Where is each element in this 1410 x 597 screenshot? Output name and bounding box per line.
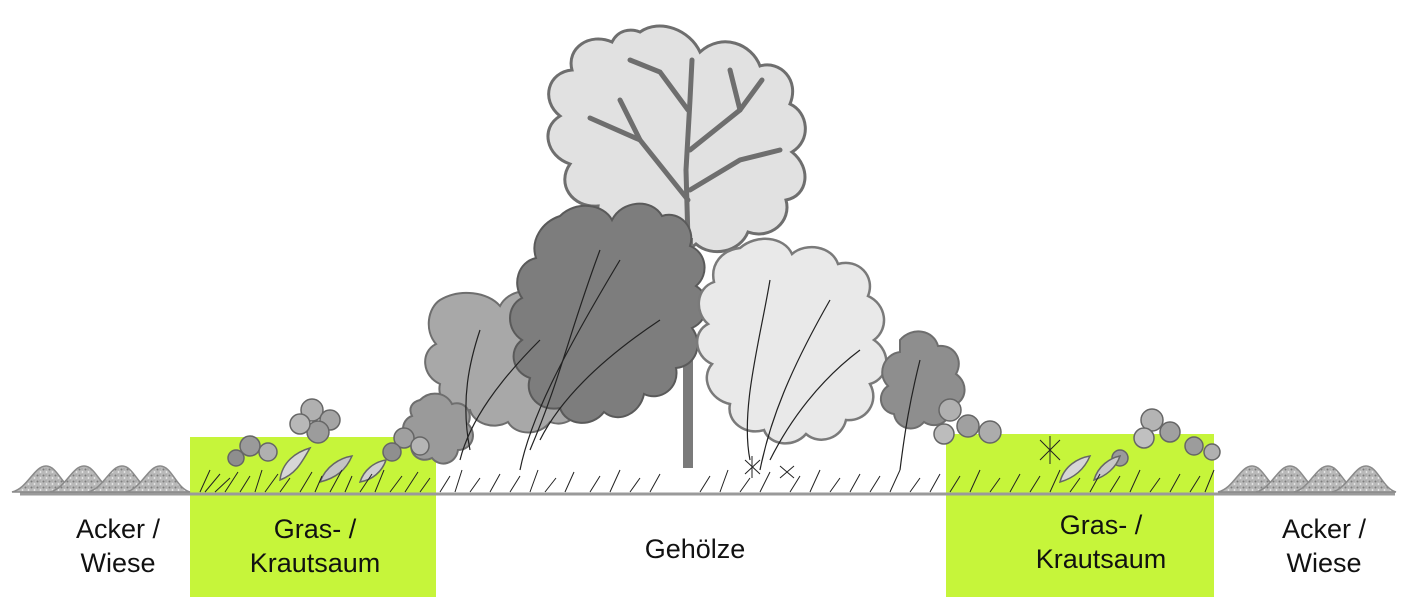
label-saum-left: Gras- / Krautsaum	[230, 512, 400, 580]
label-acker-right-line1: Acker /	[1264, 512, 1384, 546]
label-saum-right-line2: Krautsaum	[1016, 542, 1186, 576]
acker-mounds-left	[12, 466, 190, 492]
grass-tufts	[200, 436, 1214, 492]
label-acker-wiese-right: Acker / Wiese	[1264, 512, 1384, 580]
label-gehoelze: Gehölze	[610, 532, 780, 566]
label-acker-wiese-left: Acker / Wiese	[58, 512, 178, 580]
label-gehoelze-text: Gehölze	[610, 532, 780, 566]
saum-plants-left	[228, 399, 429, 482]
shrub-center-dark	[510, 204, 707, 423]
label-acker-left-line1: Acker /	[58, 512, 178, 546]
label-saum-left-line1: Gras- /	[230, 512, 400, 546]
label-saum-right: Gras- / Krautsaum	[1016, 508, 1186, 576]
label-saum-right-line1: Gras- /	[1016, 508, 1186, 542]
label-acker-left-line2: Wiese	[58, 546, 178, 580]
shrub-right-light	[697, 239, 886, 444]
acker-mounds-right	[1218, 466, 1396, 492]
label-saum-left-line2: Krautsaum	[230, 546, 400, 580]
saum-plants-right	[934, 399, 1220, 482]
label-acker-right-line2: Wiese	[1264, 546, 1384, 580]
